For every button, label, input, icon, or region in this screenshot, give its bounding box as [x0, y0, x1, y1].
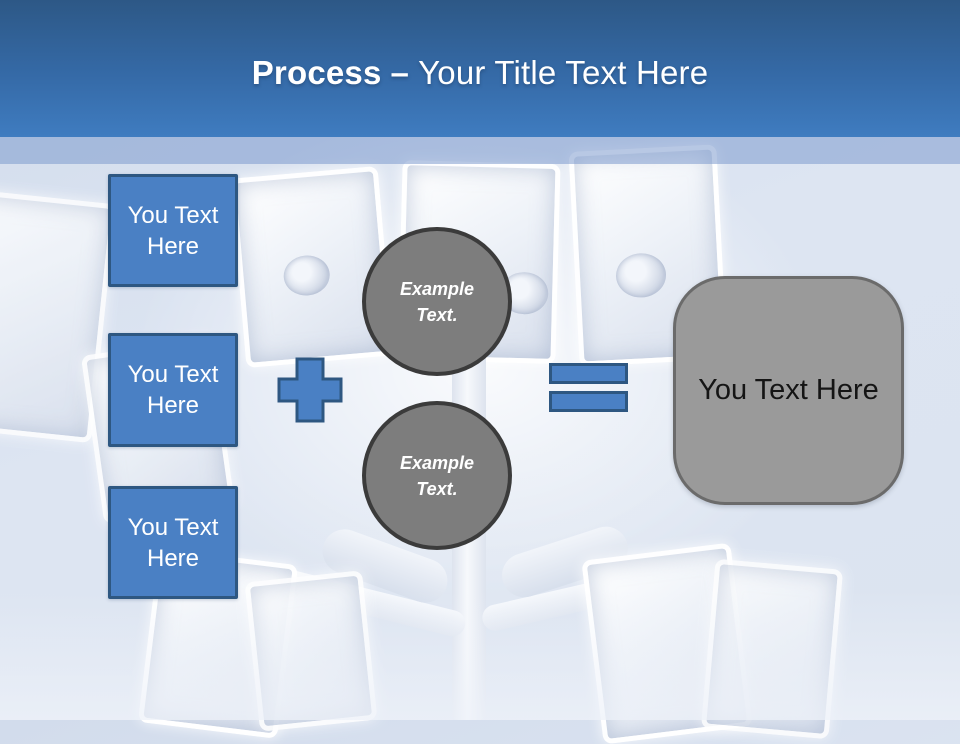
example-circle-1[interactable]: Example Text.: [362, 227, 512, 376]
plus-icon[interactable]: [277, 357, 343, 423]
header-accent-band: [0, 137, 960, 164]
plus-icon-glyph: [277, 357, 343, 423]
circle-label: Example Text.: [399, 452, 475, 499]
slide-header: Process–Your Title Text Here: [0, 0, 960, 137]
placeholder-label: You Text Here: [127, 513, 219, 572]
result-label: You Text Here: [698, 374, 879, 406]
placeholder-label: You Text Here: [127, 201, 219, 260]
page-title: Process–Your Title Text Here: [0, 53, 960, 93]
result-box[interactable]: You Text Here: [673, 276, 904, 505]
circle-label: Example Text.: [399, 278, 475, 325]
text-placeholder-box-3[interactable]: You Text Here: [108, 486, 238, 599]
equals-bar-top: [549, 363, 628, 384]
text-placeholder-box-2[interactable]: You Text Here: [108, 333, 238, 447]
placeholder-label: You Text Here: [127, 361, 219, 419]
title-subtitle: Your Title Text Here: [418, 54, 709, 91]
speaker-horn: [614, 252, 668, 299]
photo-bottom-fade: [0, 590, 960, 720]
text-placeholder-box-1[interactable]: You Text Here: [108, 174, 238, 287]
equals-bar-bottom: [549, 391, 628, 412]
title-emphasis: Process: [251, 54, 382, 91]
equals-icon[interactable]: [549, 363, 628, 412]
title-dash: –: [390, 54, 410, 91]
speaker-horn: [282, 253, 332, 298]
example-circle-2[interactable]: Example Text.: [362, 401, 512, 550]
